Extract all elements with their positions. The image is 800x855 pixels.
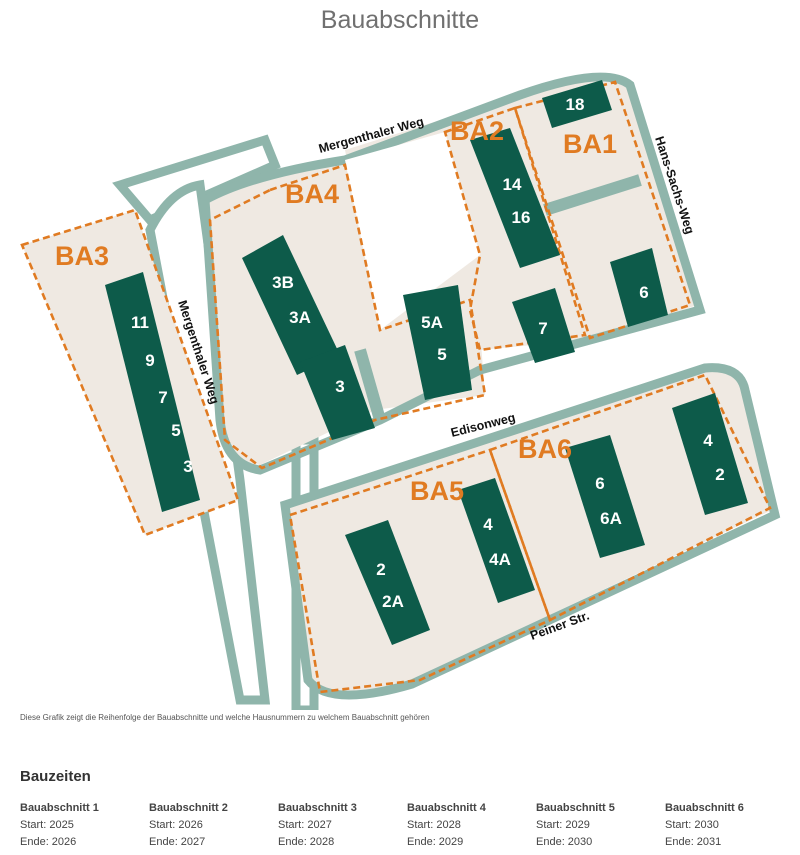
map-caption: Diese Grafik zeigt die Reihenfolge der B… — [20, 713, 430, 722]
building-ba1-6 — [610, 248, 668, 327]
phase-end: Ende: 2028 — [278, 836, 335, 848]
phase-4: Bauabschnitt 4 Start: 2028 Ende: 2029 — [407, 800, 537, 851]
house-number: 3A — [289, 308, 311, 327]
house-number: 6A — [600, 509, 622, 528]
phase-start: Start: 2029 — [536, 819, 590, 831]
building-ba6-6-6a — [565, 435, 645, 558]
phase-1: Bauabschnitt 1 Start: 2025 Ende: 2026 — [20, 800, 150, 851]
house-number: 4 — [483, 515, 493, 534]
house-number: 3 — [335, 377, 344, 396]
outline-ba6 — [488, 373, 772, 622]
house-number: 5A — [421, 313, 443, 332]
footpath-ba1 — [543, 174, 642, 216]
house-number: 6 — [595, 474, 604, 493]
phase-start: Start: 2026 — [149, 819, 203, 831]
house-number: 4A — [489, 550, 511, 569]
house-number: 5 — [437, 345, 446, 364]
label-ba6: BA6 — [518, 434, 572, 464]
house-number: 14 — [503, 175, 522, 194]
house-numbers: 11 9 7 5 3 3B 3A 3 5A 5 14 16 7 18 6 2 2… — [131, 95, 725, 611]
phase-start: Start: 2030 — [665, 819, 719, 831]
house-number: 7 — [538, 319, 547, 338]
building-ba4-5a-5 — [403, 285, 472, 400]
buildings — [105, 80, 748, 645]
house-number: 6 — [639, 283, 648, 302]
phase-end: Ende: 2026 — [20, 836, 77, 848]
house-number: 16 — [512, 208, 531, 227]
phase-name: Bauabschnitt 6 — [665, 802, 744, 814]
section-labels: BA3 BA4 BA2 BA1 BA5 BA6 — [55, 116, 617, 506]
house-number: 11 — [131, 313, 149, 332]
label-ba1: BA1 — [563, 129, 617, 159]
building-ba6-4-2 — [672, 393, 748, 515]
house-number: 2 — [715, 465, 724, 484]
label-ba2: BA2 — [450, 116, 504, 146]
phase-start: Start: 2027 — [278, 819, 332, 831]
house-number: 3 — [183, 457, 192, 476]
street-segment-north — [112, 134, 281, 226]
outline-ba4 — [208, 163, 487, 470]
label-ba5: BA5 — [410, 476, 464, 506]
street-ring — [200, 72, 706, 475]
site-plan-map: BA3 BA4 BA2 BA1 BA5 BA6 11 9 7 5 3 3B 3A… — [20, 72, 781, 710]
inner-streets — [200, 72, 781, 700]
phase-2: Bauabschnitt 2 Start: 2026 Ende: 2027 — [149, 800, 279, 851]
footpath-ba4 — [354, 348, 386, 422]
outline-ba5 — [288, 448, 552, 694]
phase-end: Ende: 2027 — [149, 836, 206, 848]
house-number: 7 — [158, 388, 167, 407]
phase-end: Ende: 2031 — [665, 836, 722, 848]
building-ba3 — [105, 272, 200, 512]
house-number: 4 — [703, 431, 713, 450]
open-field — [345, 132, 480, 330]
house-number: 9 — [145, 351, 154, 370]
building-ba5-2-2a — [345, 520, 430, 645]
schedule-title: Bauzeiten — [20, 768, 91, 785]
street-ring-south — [280, 363, 781, 700]
building-ba1-18 — [542, 80, 612, 128]
phase-end: Ende: 2030 — [536, 836, 593, 848]
building-ba5-4-4a — [458, 478, 535, 603]
page-title: Bauabschnitte — [320, 6, 480, 34]
label-ba4: BA4 — [285, 179, 339, 209]
house-number: 2 — [376, 560, 385, 579]
phase-5: Bauabschnitt 5 Start: 2029 Ende: 2030 — [536, 800, 666, 851]
building-ba4-3b-3a — [242, 235, 340, 375]
outline-ba3 — [20, 208, 240, 537]
house-number: 18 — [566, 95, 585, 114]
plot-ba4 — [205, 160, 485, 465]
phase-end: Ende: 2029 — [407, 836, 464, 848]
phase-name: Bauabschnitt 1 — [20, 802, 99, 814]
house-number: 5 — [171, 421, 180, 440]
building-ba2-14-16 — [470, 128, 560, 268]
phase-6: Bauabschnitt 6 Start: 2030 Ende: 2031 — [665, 800, 795, 851]
house-number: 3B — [272, 273, 294, 292]
phase-name: Bauabschnitt 3 — [278, 802, 357, 814]
phase-name: Bauabschnitt 5 — [536, 802, 615, 814]
phase-3: Bauabschnitt 3 Start: 2027 Ende: 2028 — [278, 800, 408, 851]
building-ba2-7 — [512, 288, 575, 363]
phase-name: Bauabschnitt 4 — [407, 802, 486, 814]
label-ba3: BA3 — [55, 241, 109, 271]
phase-start: Start: 2025 — [20, 819, 74, 831]
building-ba4-3 — [300, 345, 375, 440]
phase-start: Start: 2028 — [407, 819, 461, 831]
house-number: 2A — [382, 592, 404, 611]
phase-name: Bauabschnitt 2 — [149, 802, 228, 814]
